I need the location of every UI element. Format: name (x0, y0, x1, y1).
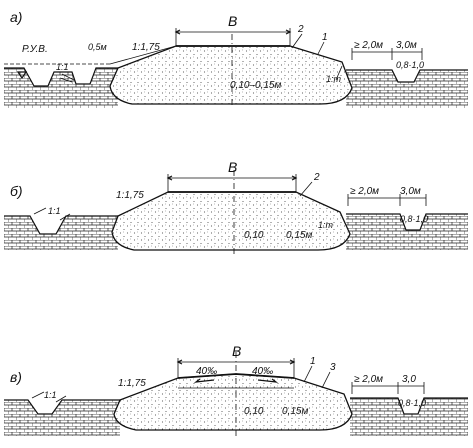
ditch-depth-label: 0,8·1,0 (396, 60, 424, 70)
section-a: a) B 2 1 Р.У.В. 0,5м 1:1,75 1:1 0,10–0,1… (4, 9, 468, 108)
panel-letter-c: в) (10, 369, 22, 385)
ditch-top-label: 3,0м (396, 40, 417, 51)
leader-1 (303, 365, 313, 383)
ground-left (4, 400, 120, 436)
crown-right-label: 40‰ (252, 366, 273, 377)
slope-inner-label: 1:1 (48, 206, 61, 216)
berm-left-label: 0,5м (88, 42, 107, 52)
ground-left (4, 216, 118, 250)
ditch-dimension (400, 194, 427, 206)
ground-right (350, 398, 468, 436)
crown-left-label: 40‰ (196, 366, 217, 377)
section-b: б) B 2 1:1,75 1:1 0,10 0,15м 1:m ≥ 2,0м … (4, 159, 468, 256)
width-dimension-arrows (166, 175, 298, 181)
width-dimension-arrows (174, 29, 292, 35)
shoulder-line (109, 45, 177, 65)
ground-surface-left (4, 215, 118, 235)
callout-2: 2 (297, 24, 304, 35)
callout-3: 3 (330, 362, 336, 373)
ground-surface-right (346, 69, 468, 83)
width-label: B (228, 159, 237, 175)
slope-m-leader (335, 65, 343, 81)
slope-inner-label: 1:1 (56, 62, 69, 72)
width-label: B (232, 343, 241, 359)
panel-letter-b: б) (10, 183, 23, 199)
ground-right (346, 214, 468, 250)
berm-dimension (351, 48, 393, 60)
ground-surface-right (350, 397, 468, 415)
thickness-a-label: 0,10 (244, 406, 264, 417)
thickness-b-label: 0,15м (282, 406, 308, 417)
width-dimension (167, 174, 297, 192)
slope-marker-left (31, 391, 67, 403)
slope-top-label: 1:1,75 (118, 378, 146, 389)
thickness-label: 0,10–0,15м (230, 80, 281, 91)
embankment-body (111, 191, 351, 251)
slope-top-label: 1:1,75 (116, 190, 144, 201)
ground-surface-left (4, 399, 120, 415)
width-dimension (175, 28, 291, 46)
ground-left (4, 68, 118, 108)
callout-2: 2 (313, 172, 320, 183)
ground-surface-right (346, 213, 468, 231)
slope-top-label: 1:1,75 (132, 42, 160, 53)
ditch-top-label: 3,0 (402, 374, 416, 385)
ditch-dimension (392, 48, 423, 60)
callout-1: 1 (322, 32, 328, 43)
slope-marker-left (33, 207, 71, 221)
crown-arrow-right (257, 378, 279, 383)
embankment-body (109, 45, 353, 105)
berm-dimension (351, 382, 399, 394)
berm-right-label: ≥ 2,0м (354, 40, 383, 51)
slope-right-label: 1:m (318, 220, 334, 230)
ground-right (346, 70, 468, 108)
water-level-label: Р.У.В. (22, 44, 48, 55)
crown-arrow-left (193, 378, 215, 383)
ditch-dimension (398, 382, 425, 394)
ditch-top-label: 3,0м (400, 186, 421, 197)
ditch-depth-label: 0,8·1,0 (400, 214, 428, 224)
thickness-b-label: 0,15м (286, 230, 312, 241)
thickness-a-label: 0,10 (244, 230, 264, 241)
callout-1: 1 (310, 356, 316, 367)
berm-right-label: ≥ 2,0м (354, 374, 383, 385)
leader-1 (317, 41, 325, 55)
ditch-depth-label: 0,8·1,0 (398, 398, 426, 408)
slope-marker-left (59, 73, 75, 83)
ground-surface-left (4, 67, 118, 87)
slope-right-label: 1:m (326, 74, 342, 84)
water-level-marker (16, 71, 28, 80)
slope-inner-label: 1:1 (44, 390, 57, 400)
section-c: в) B 1 3 1:1,75 40‰ 40‰ 1:1 0,10 0,15м ≥… (4, 343, 468, 436)
leader-2 (291, 33, 303, 49)
width-label: B (228, 13, 237, 29)
berm-dimension (347, 194, 401, 206)
panel-letter-a: a) (10, 9, 22, 25)
leader-3 (321, 371, 331, 389)
width-dimension-arrows (176, 359, 296, 365)
embankment-body (113, 373, 353, 431)
leader-2 (299, 181, 313, 197)
berm-right-label: ≥ 2,0м (350, 186, 379, 197)
